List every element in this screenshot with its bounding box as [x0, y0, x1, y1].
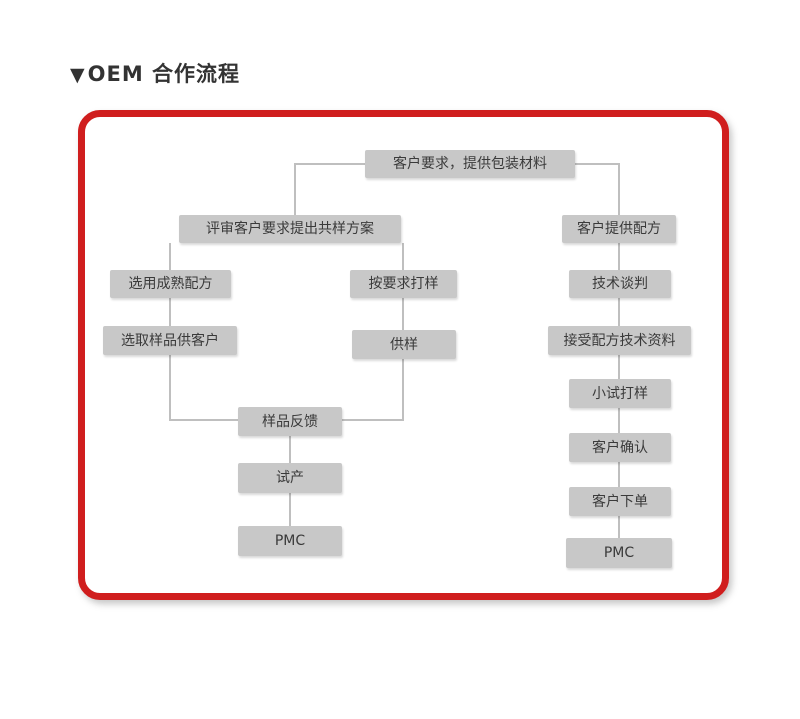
page-title: ▼OEM 合作流程	[70, 58, 240, 88]
connector	[289, 493, 291, 526]
connector	[169, 298, 171, 326]
connector	[618, 516, 620, 538]
connector	[169, 243, 171, 270]
connector	[618, 298, 620, 326]
connector	[618, 163, 620, 215]
connector	[575, 163, 620, 165]
node-sample-on-request: 按要求打样	[350, 270, 457, 298]
node-accept-formula-docs: 接受配方技术资料	[548, 326, 691, 355]
node-customer-order: 客户下单	[569, 487, 671, 516]
connector	[618, 408, 620, 433]
connector	[342, 419, 404, 421]
node-sample-feedback: 样品反馈	[238, 407, 342, 436]
connector	[294, 163, 296, 215]
connector	[618, 462, 620, 487]
node-pmc-left: PMC	[238, 526, 342, 556]
connector	[402, 243, 404, 270]
node-customer-formula: 客户提供配方	[562, 215, 676, 243]
connector	[402, 298, 404, 330]
node-select-sample: 选取样品供客户	[103, 326, 237, 355]
page-title-text: OEM 合作流程	[87, 62, 241, 86]
node-trial-sample: 小试打样	[569, 379, 671, 408]
connector	[618, 355, 620, 379]
node-supply-sample: 供样	[352, 330, 456, 359]
node-customer-request: 客户要求，提供包装材料	[365, 150, 575, 178]
node-tech-negotiation: 技术谈判	[569, 270, 671, 298]
connector	[294, 163, 365, 165]
node-review-proposal: 评审客户要求提出共样方案	[179, 215, 401, 243]
node-mature-formula: 选用成熟配方	[110, 270, 231, 298]
connector	[289, 436, 291, 463]
node-pmc-right: PMC	[566, 538, 672, 568]
connector	[618, 243, 620, 270]
triangle-marker-icon: ▼	[70, 64, 86, 86]
connector	[169, 355, 171, 421]
node-trial-production: 试产	[238, 463, 342, 493]
connector	[402, 359, 404, 421]
connector	[169, 419, 238, 421]
node-customer-confirm: 客户确认	[569, 433, 671, 462]
